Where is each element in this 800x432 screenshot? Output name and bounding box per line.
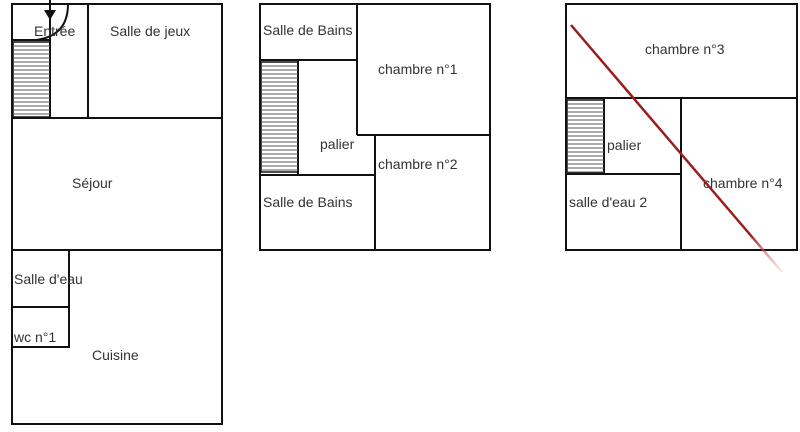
room-label: Cuisine	[92, 347, 139, 363]
room-label: wc n°1	[13, 329, 56, 345]
staircase	[260, 61, 299, 173]
entry-arrow-icon	[44, 0, 56, 20]
staircase	[12, 41, 51, 118]
plan-first-floor: Salle de Bains chambre n°1 palier chambr…	[259, 3, 491, 251]
room-label: Entrée	[34, 23, 75, 39]
room-label: chambre n°2	[378, 156, 458, 172]
room-label: palier	[320, 136, 355, 152]
door-swing	[35, 3, 69, 41]
plan-ground-floor: Entrée Salle de jeux Séjour Salle d'eau …	[11, 0, 223, 425]
plan-second-floor: chambre n°3 palier chambre n°4 salle d'e…	[565, 3, 798, 273]
room-label: chambre n°4	[703, 175, 783, 191]
room-label: Salle de jeux	[110, 23, 190, 39]
room-label: chambre n°3	[645, 41, 725, 57]
outer-wall	[11, 3, 223, 425]
room-label: salle d'eau 2	[569, 194, 647, 210]
room-label: Salle d'eau	[14, 271, 83, 287]
staircase	[566, 99, 605, 174]
diagonal-line	[570, 24, 783, 273]
room-label: palier	[607, 137, 642, 153]
salle-deau-wc-block	[11, 249, 70, 348]
room-label: Salle de Bains	[263, 194, 353, 210]
room-label: Séjour	[72, 175, 113, 191]
room-label: chambre n°1	[378, 61, 458, 77]
room-label: Salle de Bains	[263, 22, 353, 38]
